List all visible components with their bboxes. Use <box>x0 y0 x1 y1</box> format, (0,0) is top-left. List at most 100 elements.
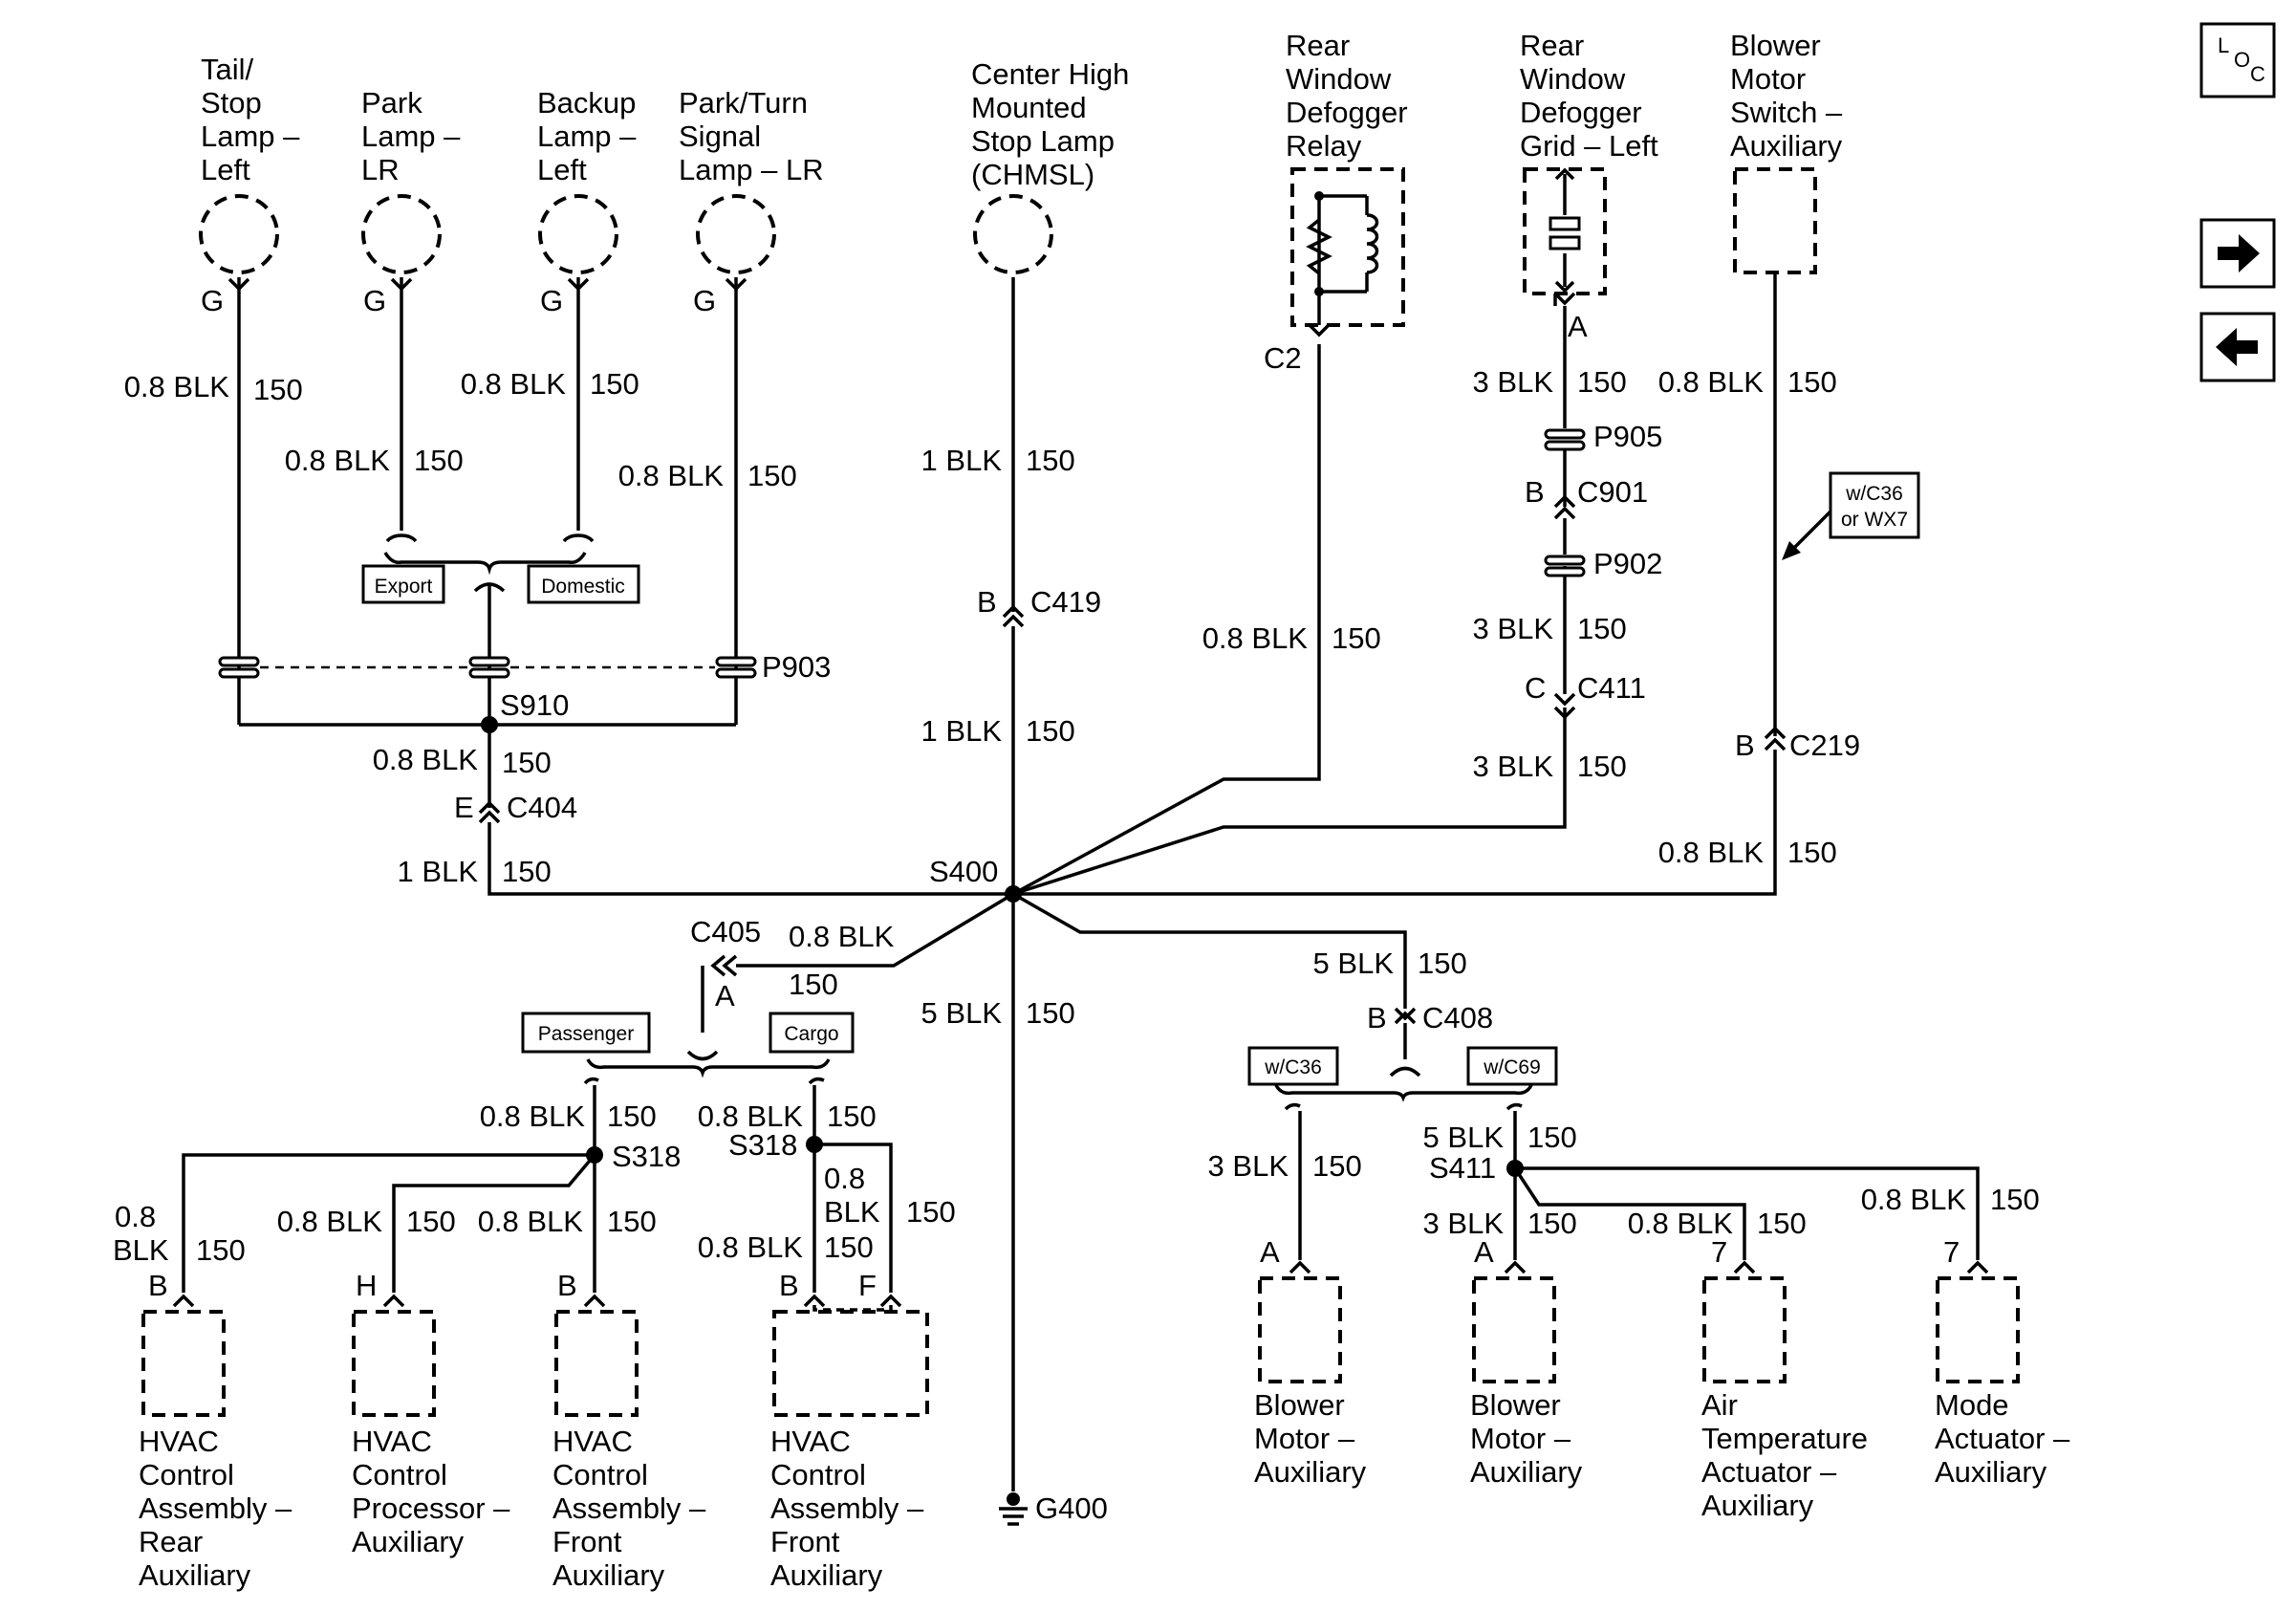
wire-circuit: 150 <box>1026 714 1075 748</box>
arrow-right-icon <box>2218 234 2260 272</box>
option-wc36-or-wx7-2: or WX7 <box>1841 509 1908 531</box>
pin-label: A <box>1260 1235 1280 1269</box>
pin-label: H <box>356 1269 377 1302</box>
hvac-front-aux-label-2: Control <box>552 1458 648 1491</box>
wire-circuit: 150 <box>1312 1149 1362 1183</box>
pin-label: E <box>454 791 474 824</box>
pin-label: G <box>540 284 563 317</box>
hvac-front-aux2-label-3: Assembly – <box>770 1491 924 1525</box>
wire-circuit: 150 <box>1990 1183 2040 1216</box>
mode-actuator-label-1: Mode <box>1935 1388 2009 1422</box>
wire-size: 0.8 BLK <box>618 459 725 492</box>
tail-stop-lamp-label-1: Tail/ <box>201 53 254 86</box>
connector-p905: P905 <box>1593 420 1662 453</box>
wire-circuit: 150 <box>607 1205 657 1238</box>
inline-connectors <box>478 494 1787 1025</box>
pin-label: A <box>1474 1235 1494 1269</box>
wire-circuit: 150 <box>1026 444 1075 477</box>
wire-size: 0.8 BLK <box>1658 365 1765 399</box>
wire-size: 0.8 BLK <box>1628 1207 1734 1240</box>
defogger-grid-label-4: Grid – Left <box>1520 129 1658 163</box>
splice-s400: S400 <box>929 855 998 888</box>
park-turn-label-1: Park/Turn <box>679 86 808 120</box>
prev-page-button[interactable] <box>2199 312 2276 382</box>
splice-s910: S910 <box>500 688 569 722</box>
pin-label: B <box>557 1269 577 1302</box>
pin-label: C <box>1525 671 1546 705</box>
connector-p903: P903 <box>762 650 831 684</box>
wire-circuit: 150 <box>590 367 639 401</box>
hvac-front-aux-label-4: Front <box>552 1525 622 1558</box>
tail-stop-lamp-label-2: Stop <box>201 86 262 120</box>
splice-s318-left: S318 <box>612 1140 681 1173</box>
option-export: Export <box>375 576 433 598</box>
location-button[interactable]: L O C <box>2199 22 2276 98</box>
wire-size: 0.8 BLK <box>277 1205 383 1238</box>
backup-lamp-label-2: Lamp – <box>537 120 637 153</box>
wire-circuit: 150 <box>253 373 303 406</box>
defogger-relay-symbol <box>1290 167 1405 327</box>
ground-g400: G400 <box>1035 1491 1108 1525</box>
chmsl-label-4: (CHMSL) <box>971 158 1094 191</box>
backup-lamp-label-3: Left <box>537 153 587 186</box>
connector-c405: C405 <box>690 915 761 948</box>
wire-circuit: 150 <box>1026 996 1075 1030</box>
wire-size: 0.8 BLK <box>698 1099 804 1133</box>
wire-circuit: 150 <box>1757 1207 1807 1240</box>
lamp-symbols <box>199 194 1053 274</box>
air-temp-label-1: Air <box>1701 1388 1738 1422</box>
blower-aux1-label-1: Blower <box>1254 1388 1345 1422</box>
hvac-front-aux-label-1: HVAC <box>552 1425 633 1458</box>
backup-lamp-label-1: Backup <box>537 86 636 120</box>
wires <box>172 272 1989 1491</box>
hvac-processor-label-3: Processor – <box>352 1491 510 1525</box>
option-wc69: w/C69 <box>1483 1056 1541 1078</box>
wire-circuit: 150 <box>1787 836 1837 869</box>
hvac-rear-label-2: Control <box>139 1458 234 1491</box>
air-temp-label-3: Actuator – <box>1701 1455 1837 1489</box>
hvac-processor-label-4: Auxiliary <box>352 1525 465 1558</box>
air-temp-label-2: Temperature <box>1701 1422 1868 1455</box>
wire-size: 5 BLK <box>1423 1121 1505 1154</box>
blower-aux2-label-2: Motor – <box>1470 1422 1571 1455</box>
pin-label: B <box>1735 729 1755 762</box>
pin-labels: G G G G A B C B B E A B B H B B F A A 7 … <box>148 284 1960 1302</box>
hvac-rear-label-1: HVAC <box>139 1425 219 1458</box>
connector-c411: C411 <box>1577 671 1646 705</box>
wire-size: 0.8 BLK <box>1202 621 1309 655</box>
hvac-front-aux2-label-2: Control <box>770 1458 866 1491</box>
connector-c419: C419 <box>1030 585 1101 619</box>
next-page-button[interactable] <box>2199 218 2276 289</box>
connector-p902: P902 <box>1593 547 1662 580</box>
park-turn-label-3: Lamp – LR <box>679 153 824 186</box>
wire-size: 0.8 BLK <box>789 920 895 953</box>
wire-circuit: 150 <box>906 1195 956 1229</box>
blower-aux2-label-1: Blower <box>1470 1388 1561 1422</box>
connector-c901: C901 <box>1577 475 1648 509</box>
option-pointer <box>1787 510 1832 555</box>
wire-size: 1 BLK <box>921 444 1003 477</box>
wire-circuit: 150 <box>1527 1207 1577 1240</box>
wire-size: 0.8 BLK <box>480 1099 586 1133</box>
chmsl-label-3: Stop Lamp <box>971 124 1115 158</box>
mode-actuator-label-3: Auxiliary <box>1935 1455 2047 1489</box>
park-lamp-label-3: LR <box>361 153 400 186</box>
wire-circuit: 150 <box>414 444 464 477</box>
wire-size: 1 BLK <box>921 714 1003 748</box>
wire-size: 5 BLK <box>921 996 1003 1030</box>
wire-size: 0.8 BLK <box>1861 1183 1967 1216</box>
defogger-relay-label-1: Rear <box>1286 29 1350 62</box>
wire-size: 5 BLK <box>1313 947 1395 980</box>
wire-size: 0.8 BLK <box>124 370 230 403</box>
splice-s411: S411 <box>1429 1151 1496 1185</box>
option-passenger: Passenger <box>538 1023 634 1045</box>
connector-c2: C2 <box>1264 341 1302 375</box>
option-pointer-head <box>1782 541 1801 560</box>
wire-circuit: 150 <box>827 1099 877 1133</box>
tail-stop-lamp-label-3: Lamp – <box>201 120 300 153</box>
wire-circuit: 150 <box>607 1099 657 1133</box>
defogger-relay-label-4: Relay <box>1286 129 1362 163</box>
wire-circuit: 150 <box>196 1233 246 1267</box>
wire-circuit: 150 <box>406 1205 456 1238</box>
wire-circuit: 150 <box>1577 750 1627 783</box>
